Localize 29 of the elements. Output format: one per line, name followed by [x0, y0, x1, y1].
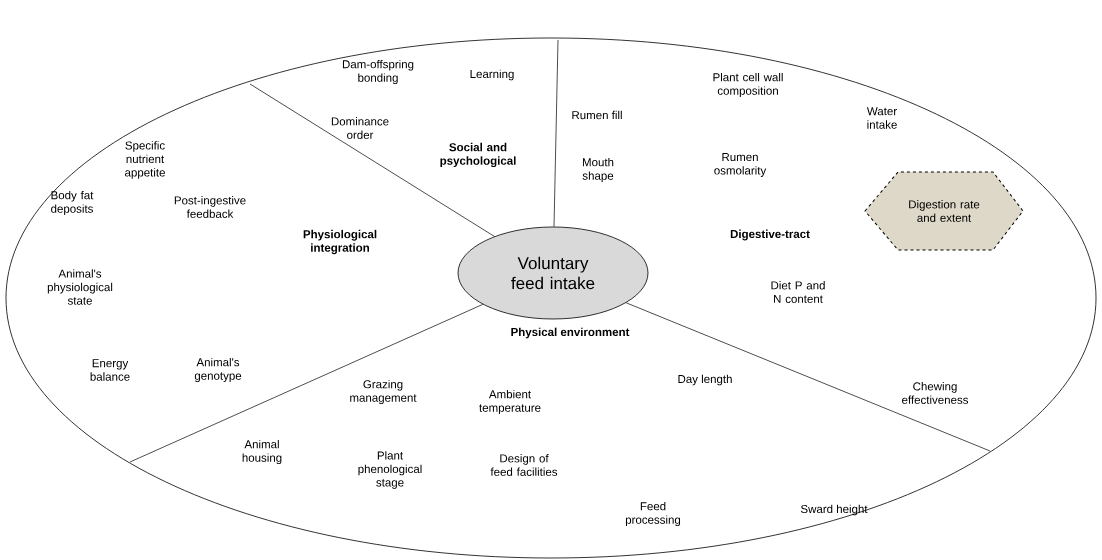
factor-label: Sward height — [800, 504, 868, 516]
factor-label: Rumen fill — [572, 110, 622, 120]
factor-label: Chewing effectiveness — [902, 382, 969, 404]
factor-label: Specific nutrient appetite — [125, 141, 165, 179]
section-heading: Digestive-tract — [730, 229, 810, 241]
factor-label: Mouth shape — [582, 157, 614, 183]
factor-label: Ambient temperature — [479, 389, 541, 415]
factor-label: Plant phenological stage — [358, 451, 422, 489]
factor-label: Feed processing — [625, 501, 681, 527]
section-heading: Physiological integration — [303, 229, 377, 255]
factor-label: Plant cell wall composition — [713, 72, 783, 98]
factor-label: Animal housing — [242, 439, 282, 465]
factor-label: Energy balance — [90, 359, 130, 381]
factor-label: Diet P and N content — [771, 281, 825, 303]
factor-label: Water intake — [866, 107, 897, 129]
factor-label: Animal's physiological state — [47, 269, 113, 305]
hexagon: Digestion rate and extent — [864, 171, 1024, 251]
section-heading: Social and psychological — [440, 142, 516, 168]
outer-ellipse — [5, 37, 1097, 559]
factor-label: Grazing management — [350, 379, 417, 405]
factor-label: Body fat deposits — [51, 190, 94, 216]
factor-label: Day length — [678, 374, 732, 386]
factor-label: Post-ingestive feedback — [174, 196, 246, 218]
factor-label: Animal's genotype — [194, 357, 242, 383]
factor-label: Learning — [470, 69, 514, 81]
factor-label: Rumen osmolarity — [714, 153, 767, 177]
factor-label: Dam-offspring bonding — [342, 59, 414, 85]
factor-label: Design of feed facilities — [490, 454, 558, 476]
factor-label: Dominance order — [331, 117, 389, 139]
